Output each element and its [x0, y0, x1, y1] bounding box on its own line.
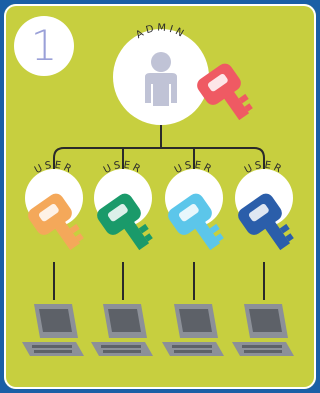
user-node-4: USER	[235, 160, 294, 251]
connector-lines	[53, 120, 265, 300]
branch-line	[53, 147, 265, 170]
user-node-2: USER	[94, 160, 153, 251]
laptop-icon	[162, 304, 224, 356]
person-icon	[145, 52, 177, 106]
user-node-3: USER	[165, 160, 224, 251]
step-badge: 1	[14, 16, 74, 76]
admin-node: ADMIN	[113, 23, 253, 125]
user-node-1: USER	[25, 160, 84, 251]
user-key-icon	[97, 193, 153, 251]
admin-key-icon	[197, 63, 253, 121]
laptop-icon	[91, 304, 153, 356]
user-key-icon	[28, 193, 84, 251]
step-number: 1	[30, 21, 58, 70]
user-key-icon	[168, 193, 224, 251]
laptop-icon	[22, 304, 84, 356]
user-key-icon	[238, 193, 294, 251]
laptop-icon	[232, 304, 294, 356]
